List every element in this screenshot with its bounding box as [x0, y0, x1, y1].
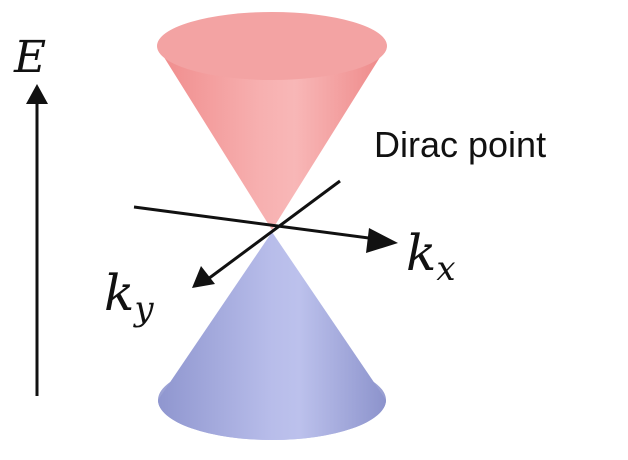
- ky-label-main: k: [104, 264, 134, 322]
- energy-axis: [26, 84, 48, 396]
- svg-text:kx: kx: [406, 224, 456, 289]
- kx-axis: [133, 205, 398, 253]
- energy-axis-arrow-icon: [26, 84, 48, 104]
- kx-label-main: k: [406, 224, 436, 282]
- energy-axis-label: E: [13, 32, 46, 83]
- ky-axis: [192, 179, 341, 288]
- dirac-point-label: Dirac point: [374, 124, 546, 165]
- upper-cone: [157, 12, 387, 230]
- ky-label-subscript: y: [132, 289, 154, 329]
- ky-label: ky: [104, 264, 154, 329]
- kx-axis-arrow-icon: [366, 228, 398, 253]
- lower-cone: [158, 232, 386, 440]
- upper-cone-top: [157, 12, 387, 80]
- kx-label-subscript: x: [436, 249, 455, 289]
- kx-label: kx: [406, 224, 456, 289]
- svg-text:ky: ky: [104, 264, 154, 329]
- ky-axis-arrow-icon: [192, 266, 215, 288]
